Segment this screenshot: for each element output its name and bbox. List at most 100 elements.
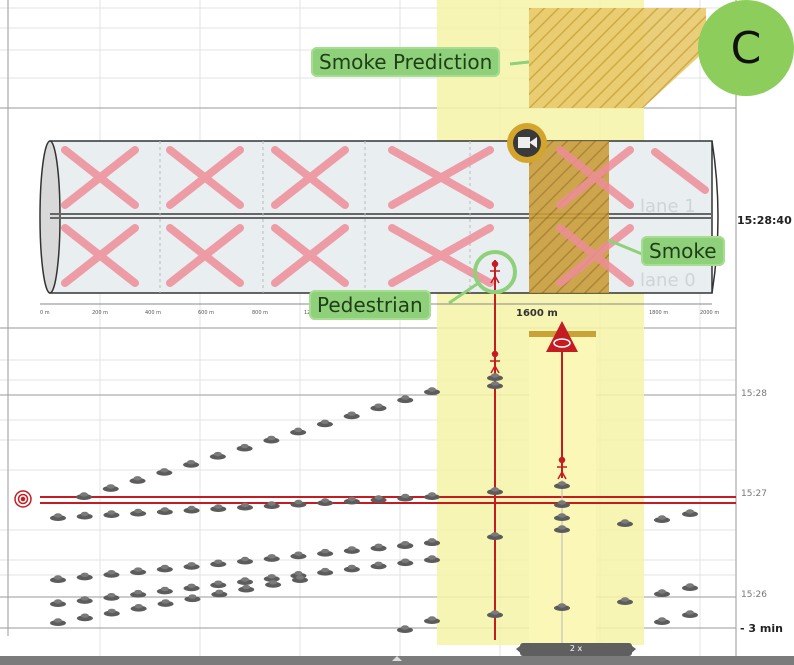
car-icon — [317, 548, 334, 557]
car-icon — [156, 468, 173, 476]
car-icon — [263, 574, 280, 582]
collapse-handle-icon[interactable] — [392, 656, 402, 661]
distance-tick: 400 m — [145, 310, 161, 316]
car-icon — [50, 575, 66, 583]
smoke-warning-icon[interactable] — [546, 321, 578, 352]
car-icon — [238, 584, 255, 593]
tunnel — [39, 140, 719, 294]
lane-0-label: lane 0 — [640, 270, 696, 291]
car-icon — [424, 616, 440, 624]
car-icon — [343, 411, 360, 420]
car-icon — [682, 610, 698, 618]
pedestrian-highlight-ring — [473, 250, 517, 294]
car-icon — [424, 538, 440, 546]
time-tick: 15:28 — [741, 389, 767, 399]
zoom-left-arrow[interactable] — [516, 643, 524, 656]
car-icon — [263, 435, 280, 444]
car-icon — [424, 492, 440, 500]
car-icon — [397, 493, 414, 502]
smoke-zone — [529, 141, 609, 293]
car-icon — [370, 495, 387, 503]
smoke-prediction-area — [529, 8, 706, 108]
distance-tick: 800 m — [252, 310, 268, 316]
car-icon — [103, 608, 120, 617]
car-icon — [183, 459, 200, 468]
car-icon — [654, 589, 670, 597]
car-icon — [316, 419, 333, 428]
car-icon — [103, 570, 120, 578]
car-icon — [424, 555, 440, 563]
car-icon — [487, 487, 503, 495]
distance-tick: 2000 m — [700, 310, 719, 316]
car-icon — [130, 567, 147, 576]
car-icon — [554, 500, 570, 508]
car-icon — [343, 564, 360, 573]
pedestrian-icon[interactable] — [490, 260, 567, 480]
car-icon — [50, 618, 66, 626]
callout-leaders — [448, 60, 643, 305]
car-icon — [397, 558, 414, 567]
car-icon — [130, 603, 147, 612]
time-span-label: - 3 min — [740, 622, 783, 635]
car-icon — [156, 564, 173, 573]
car-icon — [487, 610, 503, 618]
camera-icon[interactable] — [507, 123, 547, 163]
car-icon — [76, 613, 93, 622]
car-icon — [487, 373, 503, 381]
car-icon — [211, 589, 228, 598]
car-icon — [210, 580, 227, 589]
car-icon — [237, 556, 253, 565]
car-icon — [424, 387, 440, 395]
vehicle-layer — [50, 373, 698, 633]
distance-tick: 200 m — [92, 310, 108, 316]
car-icon — [290, 551, 307, 560]
car-icon — [130, 589, 147, 598]
fire-alarm-icon[interactable] — [14, 490, 32, 508]
car-icon — [263, 501, 280, 509]
car-icon — [290, 499, 307, 508]
car-icon — [184, 594, 201, 603]
car-icon — [487, 532, 503, 540]
car-icon — [654, 515, 670, 523]
car-icon — [76, 492, 92, 500]
lane-1-label: lane 1 — [640, 196, 696, 217]
car-icon — [317, 567, 334, 576]
car-icon — [554, 603, 570, 611]
car-icon — [397, 395, 414, 404]
car-icon — [237, 502, 253, 511]
car-icon — [654, 617, 670, 625]
car-icon — [487, 381, 503, 389]
current-time-label: 15:28:40 — [737, 214, 792, 227]
zoom-right-arrow[interactable] — [628, 643, 636, 656]
car-icon — [370, 561, 387, 570]
car-icon — [397, 625, 413, 633]
car-icon — [554, 481, 570, 489]
car-icon — [617, 597, 633, 605]
zoom-slider[interactable]: 2 x — [516, 643, 636, 656]
car-icon — [183, 505, 200, 514]
pedestrian-callout: Pedestrian — [309, 290, 431, 320]
car-icon — [554, 525, 570, 533]
car-icon — [370, 403, 387, 412]
panel-label: C — [698, 0, 794, 96]
time-tick: 15:26 — [741, 590, 767, 600]
car-icon — [265, 580, 282, 588]
car-icon — [50, 599, 66, 607]
distance-highlight: 1600 m — [516, 308, 558, 319]
car-icon — [183, 562, 200, 570]
car-icon — [209, 451, 226, 460]
car-icon — [103, 593, 120, 601]
distance-tick: 1800 m — [649, 310, 668, 316]
zoom-label: 2 x — [569, 644, 583, 653]
smoke-prediction-callout: Smoke Prediction — [311, 47, 501, 77]
car-icon — [76, 596, 93, 604]
car-icon — [76, 572, 93, 581]
car-icon — [343, 496, 360, 505]
car-icon — [554, 513, 570, 521]
car-icon — [682, 583, 698, 591]
car-icon — [130, 508, 147, 517]
car-icon — [343, 546, 360, 554]
car-icon — [156, 586, 173, 595]
